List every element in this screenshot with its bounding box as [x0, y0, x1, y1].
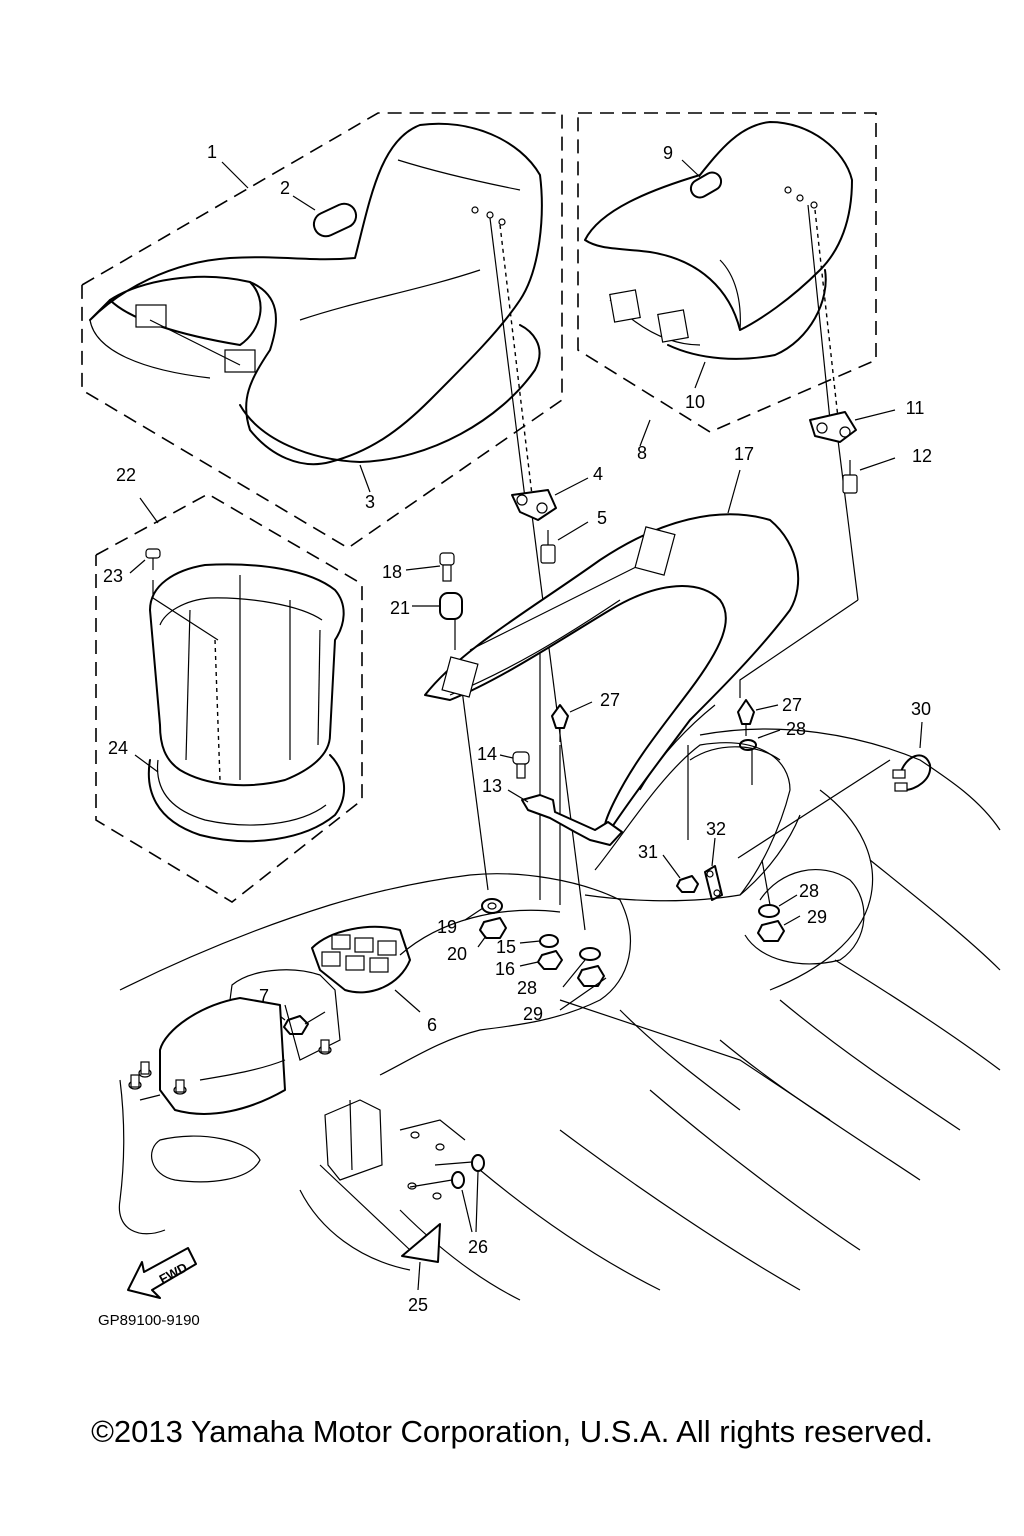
bolt-12 [842, 457, 896, 494]
callout-2: 2 [280, 178, 290, 198]
callout-30: 30 [911, 699, 931, 719]
callout-28a: 28 [786, 719, 806, 739]
callout-26: 26 [468, 1237, 488, 1257]
seat-seal-3 [239, 324, 541, 493]
callout-18: 18 [382, 562, 402, 582]
callout-10: 10 [685, 392, 705, 412]
callout-labels: 1 2 3 4 5 6 7 8 9 10 11 12 13 14 15 16 1… [103, 142, 932, 1315]
callout-28c: 28 [517, 978, 537, 998]
bracket-13 [507, 789, 623, 846]
callout-5: 5 [597, 508, 607, 528]
fwd-arrow: FWD [127, 1247, 197, 1299]
callout-8: 8 [637, 443, 647, 463]
callout-19: 19 [437, 917, 457, 937]
callout-16: 16 [495, 959, 515, 979]
callout-28b: 28 [799, 881, 819, 901]
nut-29-b [757, 915, 801, 942]
washer-19 [464, 898, 503, 921]
callout-11: 11 [906, 398, 925, 418]
callout-3: 3 [365, 492, 375, 512]
pin-27-b [737, 699, 779, 736]
callout-9: 9 [663, 143, 673, 163]
callout-4: 4 [593, 464, 603, 484]
callout-14: 14 [477, 744, 497, 764]
copyright-notice: ©2013 Yamaha Motor Corporation, U.S.A. A… [91, 1414, 933, 1449]
u-clamp-30 [892, 721, 932, 792]
group-box-rear-seat [577, 112, 877, 447]
callout-21: 21 [390, 598, 410, 618]
callout-23: 23 [103, 566, 123, 586]
bolt-18 [405, 552, 455, 582]
nut-31 [662, 854, 699, 893]
callout-15: 15 [496, 937, 516, 957]
callout-31: 31 [638, 842, 658, 862]
bolt-14 [499, 751, 530, 779]
callout-13: 13 [482, 776, 502, 796]
reference-code: GP89100-9190 [98, 1312, 200, 1329]
callout-24: 24 [108, 738, 128, 758]
assembly-lines [454, 204, 891, 931]
callout-27b: 27 [782, 695, 802, 715]
washer-15 [519, 934, 559, 948]
spacer-21 [412, 592, 463, 620]
decal-25 [319, 1164, 441, 1291]
callout-12: 12 [912, 446, 932, 466]
seat-seal-10 [667, 269, 827, 389]
callout-1: 1 [207, 142, 217, 162]
callout-29b: 29 [523, 1004, 543, 1024]
plate-32 [704, 837, 723, 901]
hull-deck [119, 728, 1001, 1301]
callout-25: 25 [408, 1295, 428, 1315]
callout-29a: 29 [807, 907, 827, 927]
front-seat [89, 122, 543, 466]
washer-28-b [562, 947, 601, 988]
callout-6: 6 [427, 1015, 437, 1035]
washer-28-c [758, 894, 798, 918]
pin-27-a [551, 701, 593, 742]
callout-17: 17 [734, 444, 754, 464]
engine-cover [118, 969, 466, 1235]
rear-seat [584, 121, 853, 346]
nut-29-a [559, 965, 607, 1011]
callout-32: 32 [706, 819, 726, 839]
callout-20: 20 [447, 944, 467, 964]
nut-20 [477, 917, 507, 948]
tray-6 [311, 925, 421, 1013]
bracket-4 [511, 477, 589, 521]
callout-7: 7 [259, 986, 269, 1006]
plugs-26 [409, 1154, 485, 1233]
callout-27a: 27 [600, 690, 620, 710]
bolt-5 [540, 521, 589, 564]
screw-23 [129, 548, 219, 641]
callout-22: 22 [116, 465, 136, 485]
cowling-17 [424, 469, 800, 832]
bracket-11 [809, 409, 896, 443]
group-box-storage-bin [95, 493, 363, 903]
storage-bucket [134, 563, 346, 843]
nut-16 [519, 950, 563, 970]
group-box-front-seat [81, 112, 563, 549]
